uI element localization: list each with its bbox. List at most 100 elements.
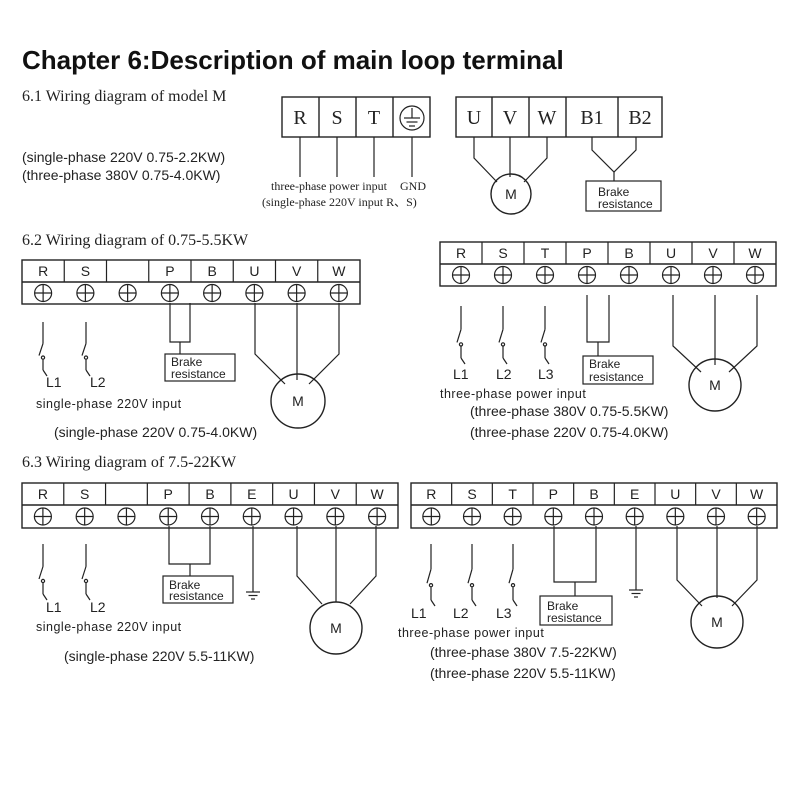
screw-terminal-icon [203,283,222,303]
screw-terminal-icon [661,265,681,285]
s3-right-terminal-v: V [711,486,721,502]
s2-right-note-2: (three-phase 220V 0.75-4.0KW) [470,424,668,440]
s1-terminal-b1: B1 [580,107,603,129]
s2-left-switch-l2 [81,322,91,377]
screw-terminal-icon [584,507,604,526]
svg-text:resistance: resistance [547,611,602,625]
svg-text:Brake: Brake [171,355,203,369]
svg-text:Brake: Brake [169,578,201,592]
s2-left-terminal-w: W [332,263,346,279]
screw-terminal-icon [503,507,522,526]
s3-left-note: (single-phase 220V 5.5-11KW) [64,648,254,664]
s2-right-terminal-r: R [456,245,466,261]
s3-left-terminal-u: U [288,486,298,502]
s2-right-terminal-v: V [708,245,718,261]
s3-right-terminal-e: E [630,486,639,502]
section-6-3-heading: 6.3 Wiring diagram of 7.5-22KW [22,454,237,471]
s3-left-terminal-s: S [80,486,89,502]
screw-terminal-icon [625,507,644,526]
s3-left-terminal-v: V [331,486,341,502]
screw-terminal-icon [493,265,513,285]
s2-right-switch-l1 [456,306,466,365]
screw-terminal-icon [747,507,766,526]
s2-left-terminal-s: S [81,263,90,279]
s3-right-note-1: (three-phase 380V 7.5-22KW) [430,644,617,660]
screw-terminal-icon [745,265,765,285]
screw-terminal-icon [706,507,726,526]
s3-right-terminal-r: R [426,486,436,502]
svg-text:M: M [711,614,723,630]
screw-terminal-icon [242,507,261,526]
screw-terminal-icon [451,265,471,285]
screw-terminal-icon [160,283,179,303]
s3-right-motor-icon: M [690,595,744,649]
screw-terminal-icon [326,507,345,526]
screw-terminal-icon [245,283,264,303]
s3-left-terminal-b: B [205,486,214,502]
s3-right-terminal-p: P [549,486,558,502]
screw-terminal-icon [33,507,52,526]
s1-note-three-phase: (three-phase 380V 0.75-4.0KW) [22,167,220,183]
s3-right-note-2: (three-phase 220V 5.5-11KW) [430,665,616,681]
s2-right-input-label: three-phase power input [440,387,586,401]
s3-left-switch-l2 [81,544,91,601]
svg-text:Brake: Brake [598,185,630,199]
s3-right-terminal-t: T [508,486,517,502]
screw-terminal-icon [200,507,220,526]
s1-terminal-v: V [503,107,518,129]
s2-right-terminal-t: T [541,245,550,261]
s1-input-terminal-block: R S T [281,96,431,177]
s2-right-line-l3: L3 [538,366,554,382]
s1-brake-resistance: Brake resistance [585,180,662,212]
ground-icon [399,105,425,131]
page-title: Chapter 6:Description of main loop termi… [22,45,564,75]
s3-left-motor-icon: M [309,601,363,655]
screw-terminal-icon [535,265,555,285]
s2-right-wiring [586,295,758,373]
s2-left-terminal-r: R [38,263,48,279]
s3-left-terminal-e: E [247,486,256,502]
s2-left-terminal-u: U [249,263,259,279]
s2-left-brake-resistance: Brake resistance [164,353,236,382]
svg-text:resistance: resistance [589,370,644,384]
s3-left-switch-l1 [38,544,48,601]
s1-terminal-w: W [538,107,557,129]
s1-terminal-t: T [368,107,380,129]
screw-terminal-icon [34,283,53,303]
svg-text:M: M [292,393,304,409]
screw-terminal-icon [544,507,563,526]
screw-terminal-icon [368,507,387,526]
s3-right-line-l2: L2 [453,605,469,621]
screw-terminal-icon [287,283,306,303]
s3-left-brake-resistance: Brake resistance [162,575,234,604]
s1-terminal-b2: B2 [628,107,651,129]
s2-left-line-l2: L2 [90,374,106,390]
svg-text:M: M [330,620,342,636]
s1-output-terminal-block: U V W B1 B2 [455,96,663,183]
s2-right-terminal-w: W [748,245,762,261]
s1-note-single-phase: (single-phase 220V 0.75-2.2KW) [22,149,225,165]
s2-right-terminal-s: S [498,245,507,261]
s3-right-terminal-u: U [670,486,680,502]
s3-left-wiring [168,526,377,605]
s3-right-switch-l3 [508,544,518,607]
s2-right-note-1: (three-phase 380V 0.75-5.5KW) [470,403,668,419]
s1-power-label: three-phase power input [271,179,388,193]
screw-terminal-icon [619,265,639,285]
screw-terminal-icon [462,507,482,526]
screw-terminal-icon [76,283,95,303]
section-6-1-heading: 6.1 Wiring diagram of model M [22,88,226,105]
s2-right-terminal-u: U [666,245,676,261]
section-6-2-heading: 6.2 Wiring diagram of 0.75-5.5KW [22,232,249,249]
s1-motor-icon: M [490,173,532,215]
s3-right-terminal-w: W [750,486,764,502]
screw-terminal-icon [703,265,723,285]
screw-terminal-icon [577,265,597,285]
s2-right-switch-l3 [540,306,550,365]
